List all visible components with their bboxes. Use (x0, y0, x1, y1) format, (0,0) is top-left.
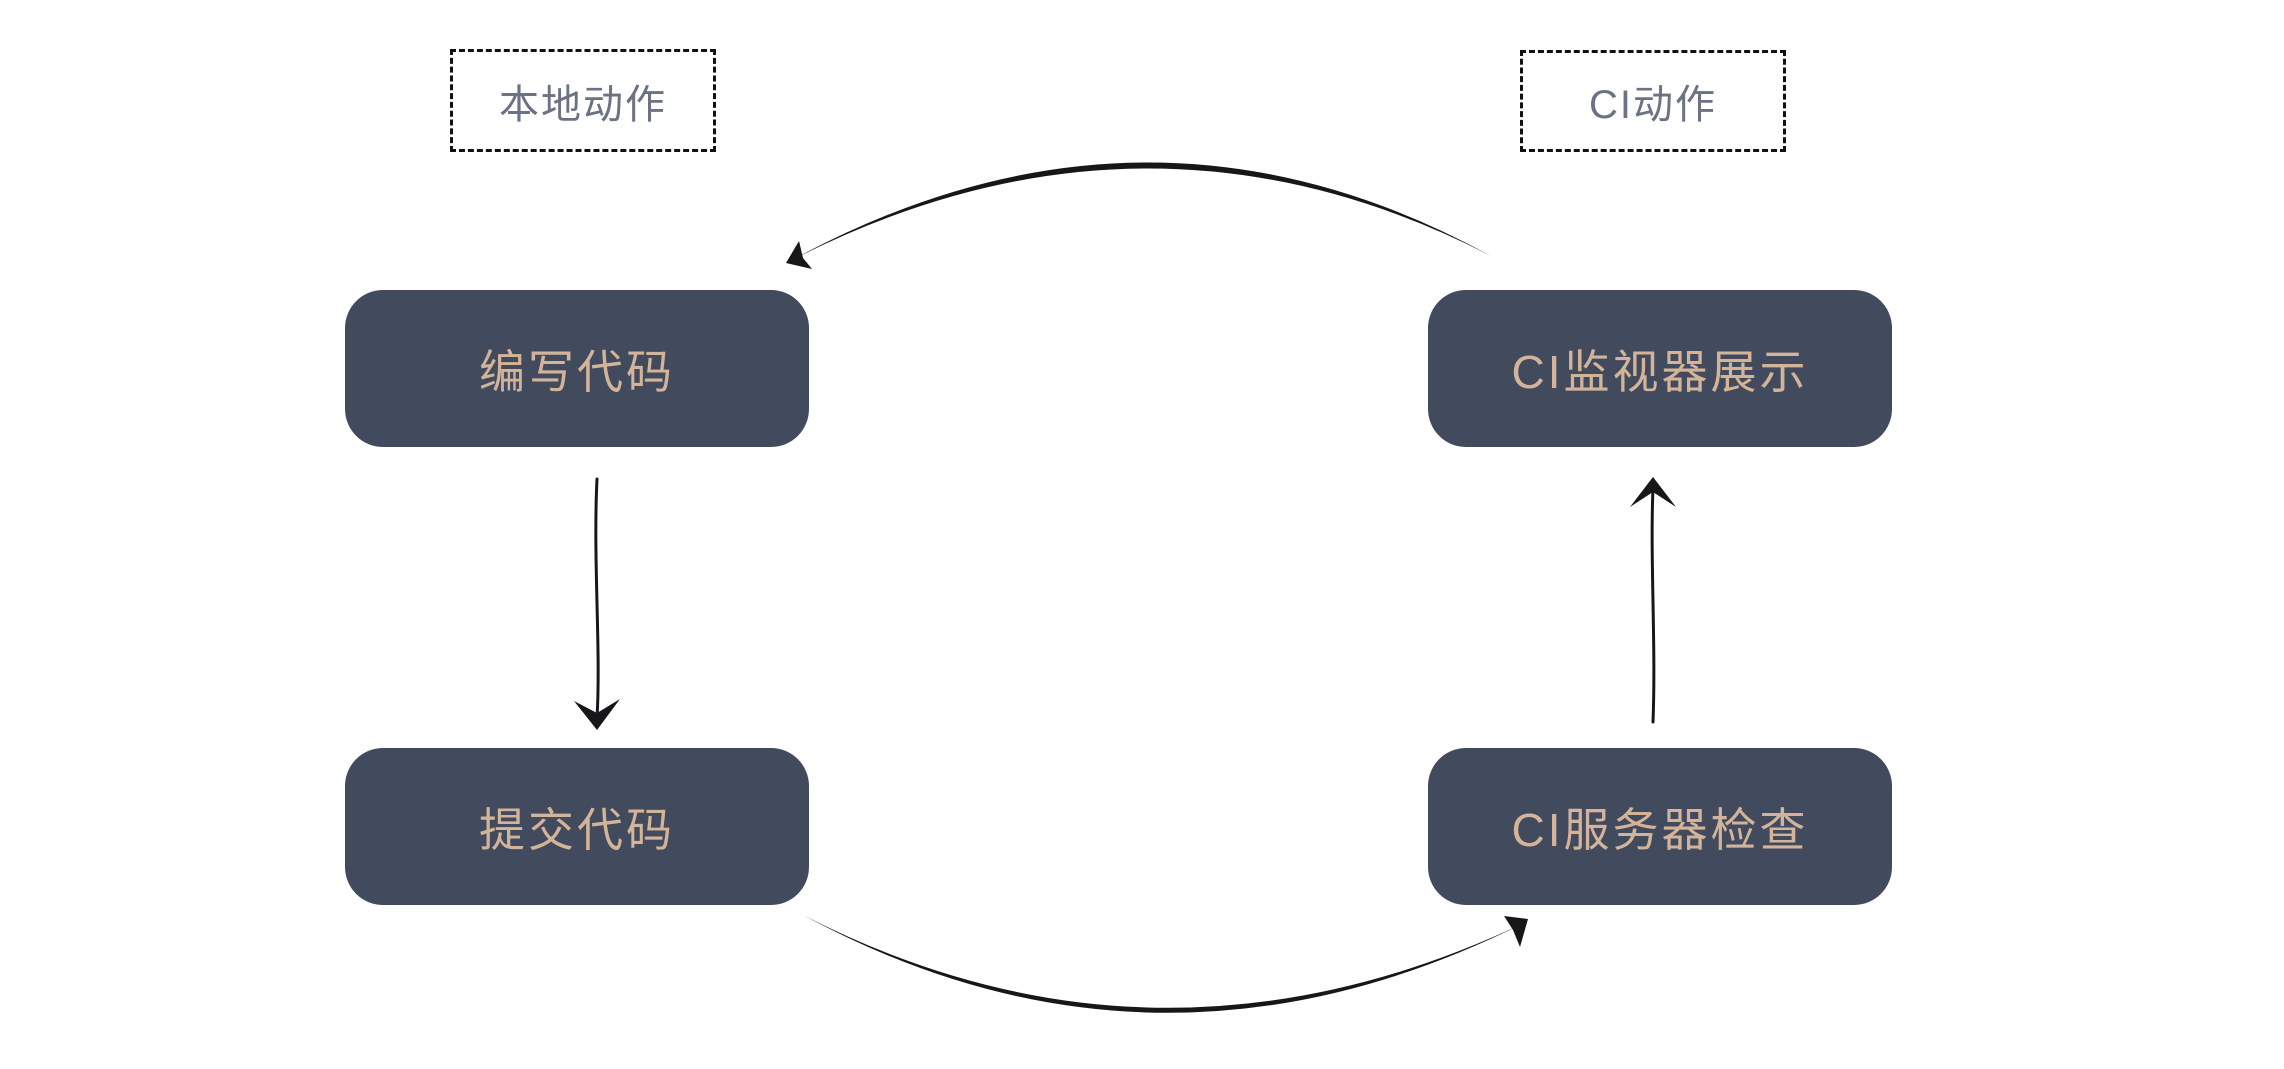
edge-arrow-monitor-to-write (786, 162, 1491, 269)
group-label-local-actions: 本地动作 (450, 49, 716, 152)
node-ci-server-check: CI服务器检查 (1428, 748, 1892, 905)
edge-arrow-write-to-commit (574, 477, 620, 730)
node-commit-code: 提交代码 (345, 748, 809, 905)
edge-arrow-commit-to-server (803, 915, 1528, 1013)
group-label-local-actions-text: 本地动作 (499, 82, 667, 127)
node-ci-server-check-label: CI服务器检查 (1511, 803, 1809, 856)
node-commit-code-label: 提交代码 (479, 803, 675, 856)
group-label-ci-actions: CI动作 (1520, 50, 1786, 152)
node-ci-monitor-display-label: CI监视器展示 (1511, 345, 1809, 398)
node-write-code: 编写代码 (345, 290, 809, 447)
node-write-code-label: 编写代码 (479, 345, 675, 398)
node-ci-monitor-display: CI监视器展示 (1428, 290, 1892, 447)
group-label-ci-actions-text: CI动作 (1589, 83, 1717, 127)
edge-arrow-server-to-monitor (1630, 477, 1676, 724)
